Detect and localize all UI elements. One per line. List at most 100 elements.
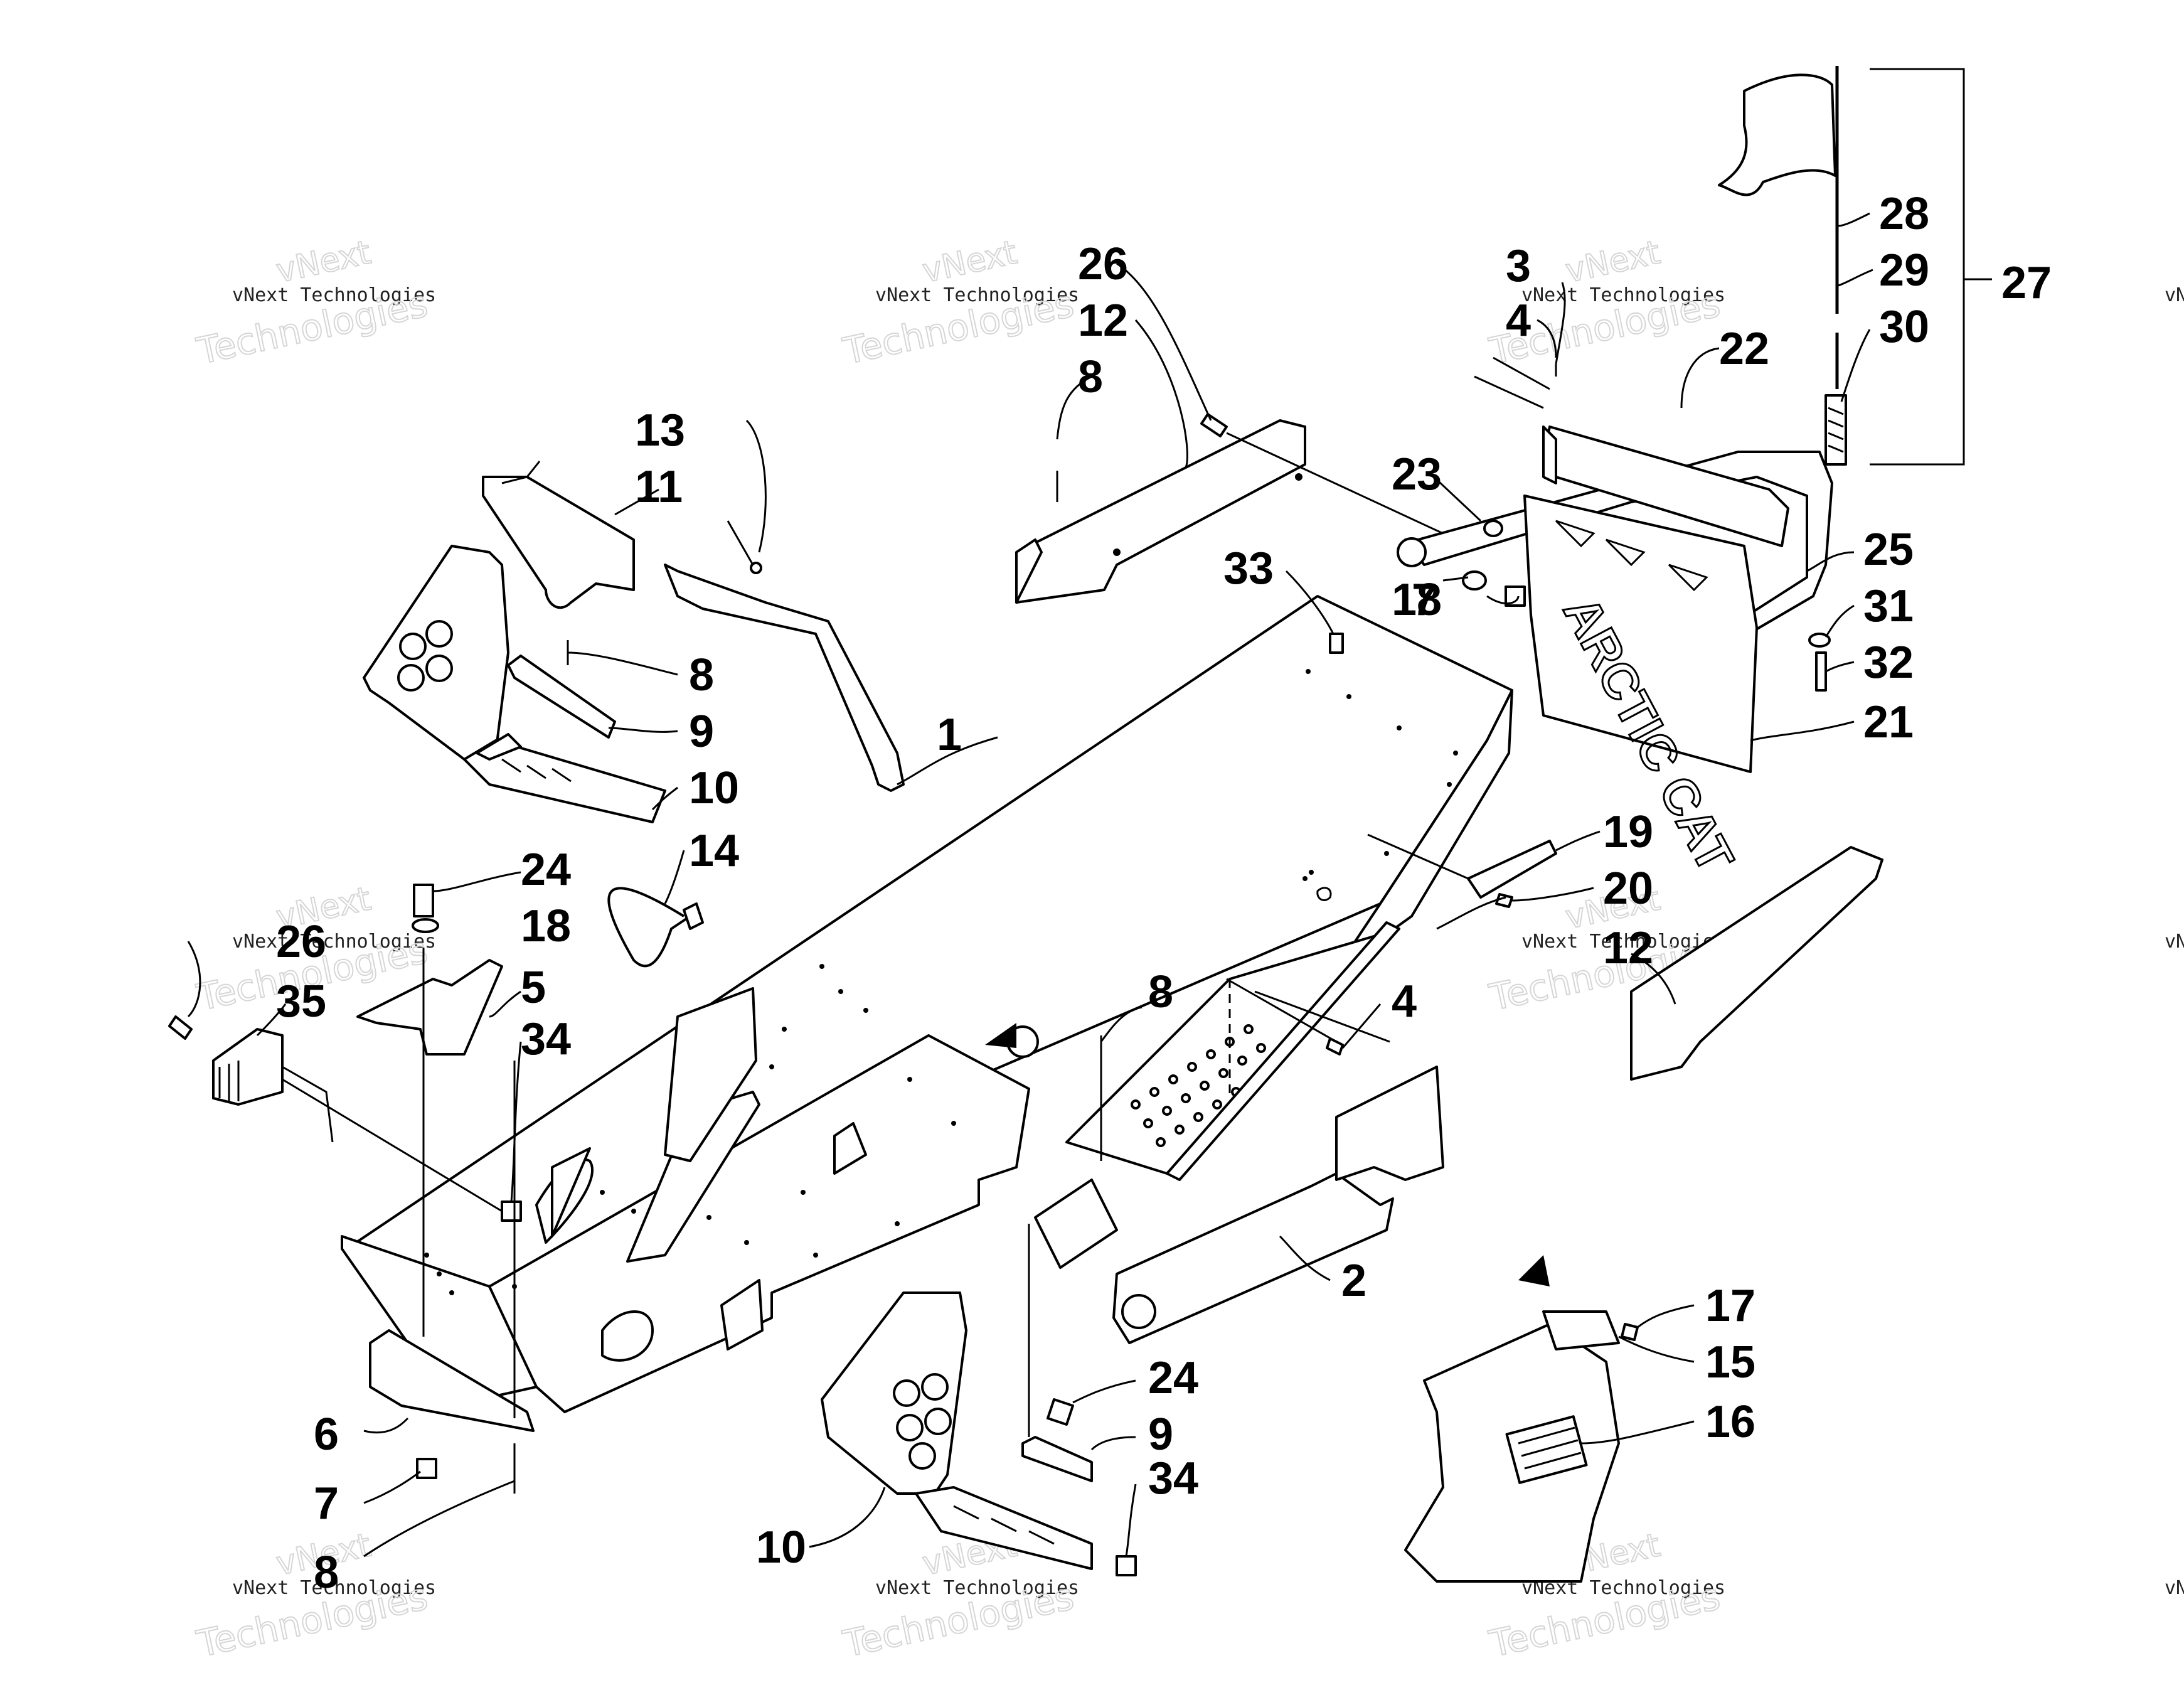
watermark-text: vNext Technologies: [875, 284, 1079, 306]
callout-31: 31: [1863, 581, 1914, 631]
watermark: vNext vNext Technologies Technologies: [193, 233, 436, 373]
rear-rail-upper: [1015, 419, 1306, 604]
triangular-bracket: [482, 461, 635, 609]
running-board: [1065, 921, 1400, 1181]
callout-16: 16: [1705, 1397, 1755, 1447]
callout-22: 22: [1719, 324, 1769, 374]
screw-20: [1495, 893, 1513, 908]
callout-10: 10: [756, 1522, 806, 1573]
bolt-24-upper: [413, 884, 434, 917]
cable-tie: [607, 887, 691, 968]
rear-bumper: [1397, 425, 1833, 705]
callout-5: 5: [521, 963, 546, 1013]
watermark-text: vNext Technologies: [875, 1577, 1079, 1599]
watermark-brand: vNext: [1562, 233, 1663, 290]
callout-34: 34: [521, 1014, 571, 1064]
callout-8: 8: [1078, 352, 1103, 402]
flag-assembly-bracket: [1870, 68, 1992, 466]
assembly-lines: [282, 356, 1550, 1437]
rear-cover: [1404, 1310, 1620, 1583]
callout-30: 30: [1879, 302, 1929, 352]
callout-1: 1: [937, 710, 962, 760]
watermark-text: vNext Technologies: [232, 284, 436, 306]
tunnel-rivets: [424, 669, 1458, 1295]
callout-9: 9: [1148, 1409, 1173, 1460]
strap-lower: [1021, 1436, 1093, 1482]
foot-bracket-upper: [363, 545, 666, 823]
watermark-text: vNext Technologies: [232, 931, 436, 953]
washer-23: [1483, 520, 1503, 537]
callout-19: 19: [1603, 807, 1653, 857]
bolt-24-lower: [1047, 1398, 1074, 1426]
watermark-brand: vNext: [919, 233, 1020, 290]
strap-upper: [507, 655, 616, 739]
nut-34-upper: [501, 1200, 522, 1222]
bottom-plate: [369, 1329, 535, 1432]
watermark-brand: vNext: [273, 233, 374, 290]
taillight: [212, 1028, 334, 1143]
callout-2: 2: [1341, 1256, 1366, 1306]
rear-rail-lower: [1630, 846, 1883, 1081]
mount-bracket: [356, 959, 503, 1056]
callout-18: 18: [1392, 575, 1442, 625]
callout-7: 7: [314, 1478, 339, 1529]
callout-15: 15: [1705, 1337, 1755, 1388]
nut-7-upper: [1505, 585, 1526, 607]
callout-18: 18: [521, 901, 571, 951]
callout-21: 21: [1863, 697, 1914, 747]
callout-20: 20: [1603, 864, 1653, 914]
rear-handle-bar: [664, 520, 905, 792]
cable-tie-head: [683, 902, 704, 930]
callout-8: 8: [1148, 967, 1173, 1017]
watermark-edge-text: vNext: [2165, 284, 2184, 306]
watermark: vNext vNext Technologies Technologies: [839, 233, 1079, 373]
watermark-edge-text: vNext: [2165, 1577, 2184, 1599]
callout-25: 25: [1863, 525, 1914, 575]
callout-14: 14: [689, 826, 739, 876]
direction-arrows: [985, 1023, 1550, 1286]
washer-18-lower: [412, 918, 439, 933]
arrow-marker-tunnel: [985, 1023, 1016, 1048]
nut-7-lower: [416, 1458, 437, 1479]
callout-11: 11: [635, 462, 683, 512]
callout-12: 12: [1603, 923, 1653, 973]
callout-8: 8: [689, 650, 714, 700]
callout-10: 10: [689, 763, 739, 813]
watermark-edge: vNext vNext vNext: [2165, 284, 2184, 1599]
callout-26: 26: [1078, 239, 1128, 289]
tunnel-frame: [341, 595, 1513, 1413]
callout-13: 13: [635, 405, 685, 456]
watermark-text: vNext Technologies: [1521, 284, 1725, 306]
callout-23: 23: [1392, 449, 1442, 500]
callout-4: 4: [1506, 296, 1531, 346]
callout-6: 6: [314, 1409, 339, 1460]
callout-4: 4: [1392, 976, 1417, 1027]
rivet-4-lower: [1326, 1037, 1344, 1056]
leader-lines: [187, 212, 1873, 1558]
bolt-32: [1815, 651, 1827, 692]
bolt-26-upper: [1200, 413, 1228, 437]
arrow-marker-cover: [1518, 1255, 1550, 1286]
callout-3: 3: [1506, 241, 1531, 291]
washer-18-upper: [1462, 570, 1487, 591]
callout-26: 26: [276, 917, 326, 967]
callout-35: 35: [276, 976, 326, 1027]
hardware: [168, 364, 1831, 1576]
safety-flag: [1718, 66, 1847, 466]
callout-17: 17: [1705, 1281, 1755, 1331]
callout-12: 12: [1078, 296, 1128, 346]
callout-24: 24: [1148, 1353, 1198, 1403]
watermark-text: vNext Technologies: [1521, 931, 1725, 953]
callout-33: 33: [1223, 543, 1274, 594]
nut-34-lower: [1116, 1555, 1137, 1576]
watermark-edge-text: vNext: [2165, 931, 2184, 953]
callout-7: 7: [1412, 575, 1437, 625]
screw-17: [1621, 1323, 1639, 1341]
callout-8: 8: [314, 1548, 339, 1598]
reflector: [1467, 840, 1557, 899]
callout-28: 28: [1879, 189, 1929, 239]
foot-bracket-lower: [821, 1291, 1093, 1570]
side-rail-bracket: [1034, 1066, 1444, 1344]
callout-labels: 1 2 3 4 4 5 6 7 7 8 8 8 8 9 9 10 10 11 1…: [276, 189, 2052, 1598]
callout-29: 29: [1879, 245, 1929, 296]
